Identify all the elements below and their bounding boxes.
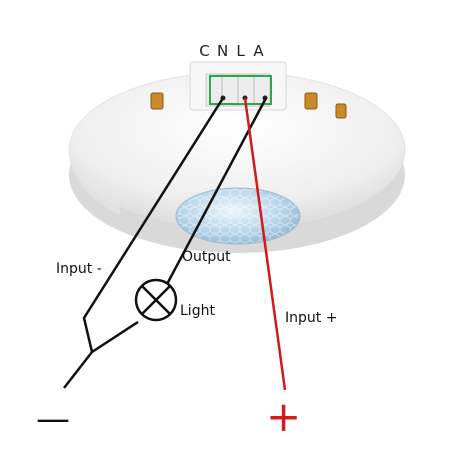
wire-light-return: [91, 320, 139, 354]
minus-symbol: —: [36, 399, 70, 439]
label-input-minus: Input -: [56, 261, 102, 277]
plus-symbol: +: [266, 392, 302, 441]
terminal-label-a: A: [253, 42, 265, 60]
terminal-label-c: C: [199, 42, 211, 60]
wire-input-plus: [243, 97, 287, 391]
lamp-icon: [134, 278, 178, 322]
label-light: Light: [180, 303, 215, 319]
terminal-label-n: N: [217, 42, 230, 60]
motion-sensor-icon: [68, 61, 406, 253]
wire-input-minus: [63, 97, 225, 389]
terminal-labels: C N L A: [199, 42, 265, 60]
terminal-label-l: L: [236, 42, 246, 60]
label-output: Output: [182, 249, 231, 265]
label-input-plus: Input +: [285, 310, 338, 326]
terminal-highlight: [209, 75, 272, 105]
